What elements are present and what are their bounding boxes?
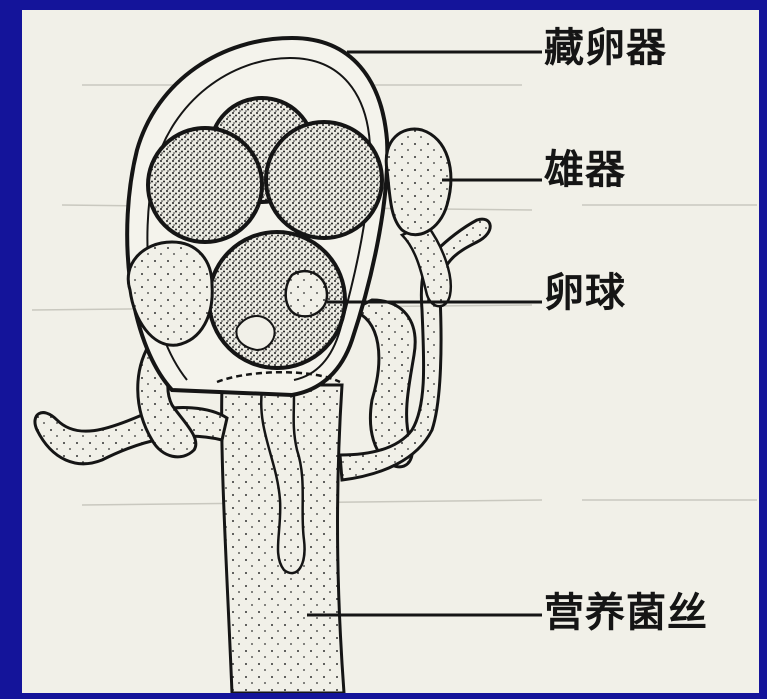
oosphere-left xyxy=(148,128,262,242)
label-oogonium: 藏卵器 xyxy=(544,28,667,68)
diagram-frame: 藏卵器 雄器 卵球 营养菌丝 xyxy=(22,10,759,693)
egg-inner-shape xyxy=(236,316,274,350)
label-hypha: 营养菌丝 xyxy=(544,593,708,633)
label-antheridium: 雄器 xyxy=(544,150,626,190)
fertilization-tube xyxy=(286,271,327,316)
oosphere-right xyxy=(266,122,382,238)
antheridium-right xyxy=(386,129,451,235)
left-branch-hypha xyxy=(35,408,227,464)
label-oosphere: 卵球 xyxy=(544,273,626,313)
antheridium-stalk xyxy=(402,225,451,306)
